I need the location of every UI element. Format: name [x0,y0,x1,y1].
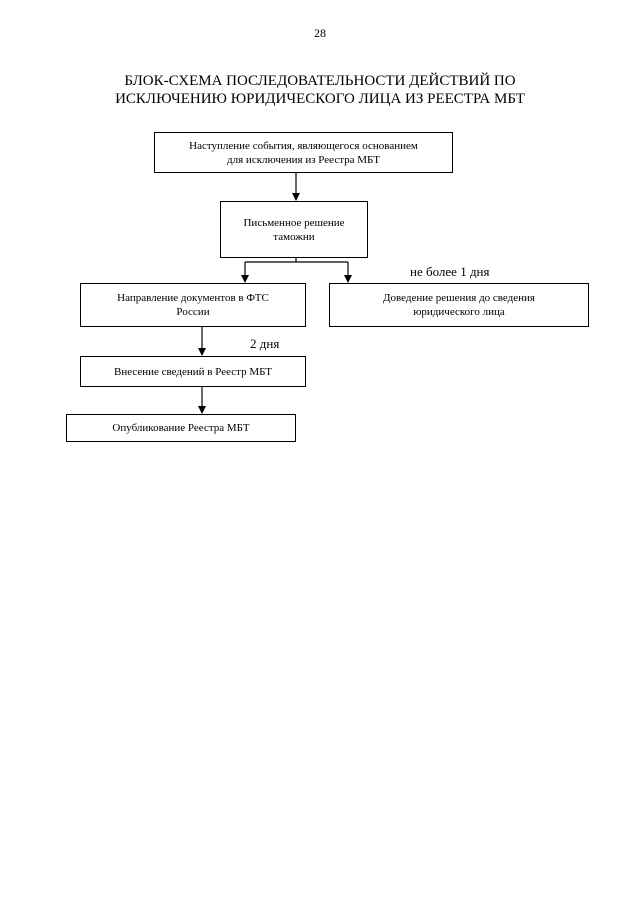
node-register-entry-line-1: Внесение сведений в Реестр МБТ [113,365,273,378]
node-decision-line-2: таможни [273,230,315,243]
title-line-1: БЛОК-СХЕМА ПОСЛЕДОВАТЕЛЬНОСТИ ДЕЙСТВИЙ П… [124,73,516,89]
node-send-docs-line-2: России [176,306,210,318]
node-send-docs: Направление документов в ФТС России [80,283,306,327]
node-notify-line-2: юридического лица [413,306,505,318]
node-register-entry: Внесение сведений в Реестр МБТ [80,356,306,387]
annotation-notify-deadline: не более 1 дня [410,264,490,279]
node-event-line-1: Наступление события, являющегося основан… [189,139,418,152]
node-decision: Письменное решение таможни [220,201,368,258]
node-event: Наступление события, являющегося основан… [154,132,453,173]
title-line-2: ИСКЛЮЧЕНИЮ ЮРИДИЧЕСКОГО ЛИЦА ИЗ РЕЕСТРА … [115,91,525,107]
node-send-docs-line-1: Направление документов в ФТС [117,292,269,304]
node-notify: Доведение решения до сведения юридическо… [329,283,589,327]
node-notify-line-1: Доведение решения до сведения [383,292,535,304]
node-publish: Опубликование Реестра МБТ [66,414,296,442]
node-decision-line-1: Письменное решение [243,216,345,229]
annotation-register-deadline: 2 дня [250,336,280,351]
page-number: 28 [314,26,326,40]
node-event-line-2: для исключения из Реестра МБТ [227,153,380,166]
node-publish-line-1: Опубликование Реестра МБТ [112,422,250,434]
page-title: БЛОК-СХЕМА ПОСЛЕДОВАТЕЛЬНОСТИ ДЕЙСТВИЙ П… [60,72,580,108]
